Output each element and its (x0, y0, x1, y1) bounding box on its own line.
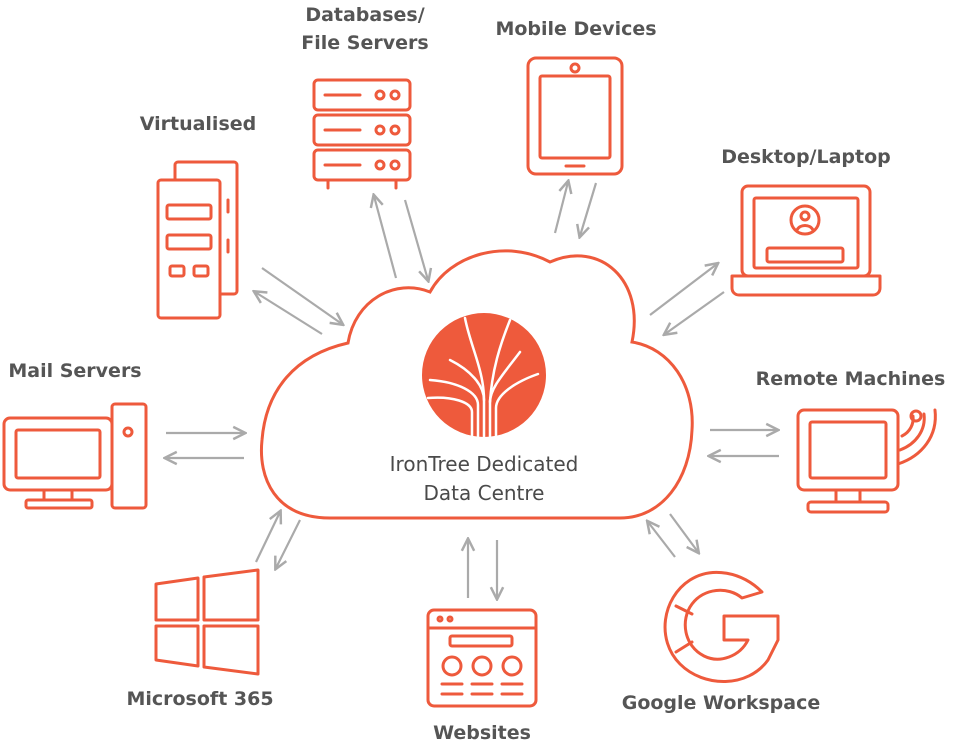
label-microsoft-365: Microsoft 365 (126, 688, 274, 710)
website-icon (426, 608, 538, 708)
label-virtualised: Virtualised (139, 113, 257, 135)
center-label-line2: Data Centre (423, 481, 545, 505)
label-websites: Websites (433, 722, 531, 744)
label-databases-line1: Databases/ (305, 4, 425, 26)
label-databases-line2: File Servers (301, 32, 429, 54)
laptop-login-icon (730, 184, 882, 297)
virtual-server-icon (156, 160, 239, 320)
tablet-icon (526, 56, 624, 176)
label-remote-machines: Remote Machines (755, 368, 946, 390)
windows-logo-icon (154, 568, 260, 676)
google-logo-icon (663, 570, 780, 683)
remote-monitor-icon (796, 408, 937, 514)
desktop-computer-icon (2, 402, 148, 510)
connection-arrows (166, 182, 779, 598)
label-mobile-devices: Mobile Devices (495, 18, 657, 40)
center-label-line1: IronTree Dedicated (389, 452, 579, 476)
database-server-icon (312, 78, 412, 190)
label-mail-servers: Mail Servers (8, 360, 142, 382)
label-google-workspace: Google Workspace (621, 692, 821, 714)
label-desktop-laptop: Desktop/Laptop (721, 146, 891, 168)
irontree-logo-icon (422, 313, 546, 439)
